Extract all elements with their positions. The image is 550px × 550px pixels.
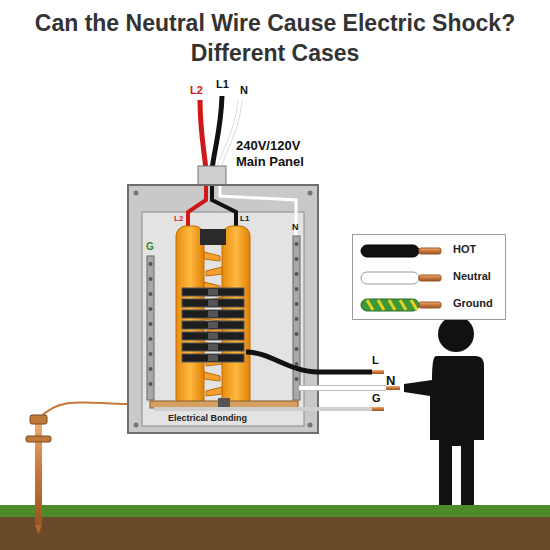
legend-row: HOT [353, 239, 505, 263]
bus-finger [204, 372, 220, 381]
legend-text: HOT [453, 243, 476, 255]
breaker-handle [208, 300, 218, 306]
l2-panel-wire [188, 186, 206, 228]
wire-name: N [386, 373, 395, 389]
screw [295, 272, 299, 276]
wire-name: L1 [216, 78, 229, 91]
screw [149, 292, 153, 296]
title: Can the Neutral Wire Cause Electric Shoc… [30, 8, 520, 68]
legend-row: Ground [353, 293, 505, 317]
title-text: Can the Neutral Wire Cause Electric Shoc… [35, 10, 515, 66]
bus-name: L2 [174, 214, 183, 224]
screw [149, 277, 153, 281]
breaker [182, 310, 244, 318]
breaker-handle [208, 322, 218, 328]
bar-name: G [146, 241, 154, 253]
bus-finger [206, 387, 222, 396]
breaker-handle [208, 344, 218, 350]
screw [295, 317, 299, 321]
breaker [182, 354, 244, 362]
hot-conductor-tip [372, 370, 384, 374]
panel-interior [142, 212, 304, 426]
legend-wire-sample [359, 295, 447, 315]
breaker-handle [208, 333, 218, 339]
screw [295, 377, 299, 381]
ground-conductor-tip [372, 407, 384, 411]
panel-label: 240V/120V Main Panel [236, 138, 318, 170]
screw [149, 382, 153, 386]
ground-bar [147, 256, 154, 400]
wire-name: N [240, 84, 248, 97]
cable-gland [198, 166, 226, 186]
bus-name: L1 [240, 214, 249, 224]
screw [295, 257, 299, 261]
soil [0, 517, 550, 550]
busbars [176, 226, 250, 410]
grass-strip [0, 505, 550, 519]
breaker [182, 343, 244, 351]
legend-row: Neutral [353, 266, 505, 290]
wire-name: L [372, 354, 379, 367]
screw [295, 332, 299, 336]
ground-clamp [26, 436, 51, 442]
screw [295, 242, 299, 246]
screw [149, 322, 153, 326]
main-breaker [200, 229, 226, 245]
person-silhouette [404, 316, 484, 505]
screw [149, 262, 153, 266]
legend-text: Ground [453, 297, 493, 309]
breakers [182, 288, 244, 362]
screw [295, 347, 299, 351]
legend-wire-sample [359, 268, 447, 288]
breaker-handle [208, 311, 218, 317]
legend-text: Neutral [453, 270, 491, 282]
bar-name: N [292, 222, 299, 233]
ground-rod-tip [35, 525, 42, 534]
hot-branch-wire [246, 352, 372, 372]
neutral-bar [293, 236, 300, 400]
l1-panel-wire [212, 186, 236, 228]
screw [295, 302, 299, 306]
neutral-branch-wire [299, 385, 386, 391]
breaker [182, 288, 244, 296]
breaker-handle [208, 355, 218, 361]
screw [149, 337, 153, 341]
bus-finger [204, 252, 220, 261]
ground-clamp [30, 415, 47, 424]
wire-name: G [372, 392, 381, 405]
ground-conductor [40, 402, 128, 418]
screw [295, 287, 299, 291]
screw [149, 307, 153, 311]
l2-wire [200, 100, 206, 170]
breaker [182, 299, 244, 307]
breaker [182, 332, 244, 340]
bar-screws [149, 242, 299, 386]
legend-box: HOT NeutralGround [352, 234, 506, 320]
screw [149, 352, 153, 356]
legend-wire-sample [359, 241, 447, 261]
breaker-handle [208, 289, 218, 295]
bonding-label: Electrical Bonding [168, 413, 247, 424]
panel-housing [128, 185, 318, 433]
wire-name: L2 [190, 84, 203, 97]
bus-finger [206, 267, 222, 276]
ground-branch-wire [154, 407, 372, 411]
screw [149, 367, 153, 371]
breaker [182, 321, 244, 329]
